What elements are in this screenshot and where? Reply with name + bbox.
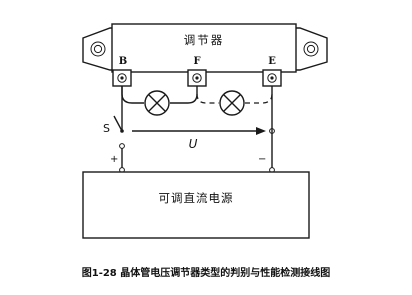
terminal-label-b: B (119, 56, 127, 67)
terminal-b (112, 69, 132, 87)
left-mounting-hole (90, 41, 106, 57)
terminal-label-f: F (193, 56, 200, 67)
figure-caption: 图1-28 晶体管电压调节器类型的判别与性能检测接线图 (82, 266, 331, 279)
lamp-1 (144, 90, 170, 116)
terminal-label-e: E (268, 56, 276, 67)
voltage-label: U (189, 137, 198, 151)
power-supply-box (82, 171, 310, 239)
right-mounting-hole (303, 41, 319, 57)
polarity-positive: + (110, 154, 118, 165)
switch-label: S (103, 122, 110, 135)
terminal-e (262, 69, 282, 87)
regulator-body (111, 23, 297, 73)
voltage-arrow (132, 127, 266, 135)
wire-f-lamp2-e-dashed (196, 93, 273, 104)
lamp-2 (219, 90, 245, 116)
polarity-negative: − (258, 154, 266, 165)
switch-s (113, 115, 125, 149)
regulator-title: 调节器 (184, 33, 225, 47)
node-e-top (269, 128, 275, 134)
power-supply-label: 可调直流电源 (159, 191, 234, 205)
terminal-f (187, 69, 207, 87)
